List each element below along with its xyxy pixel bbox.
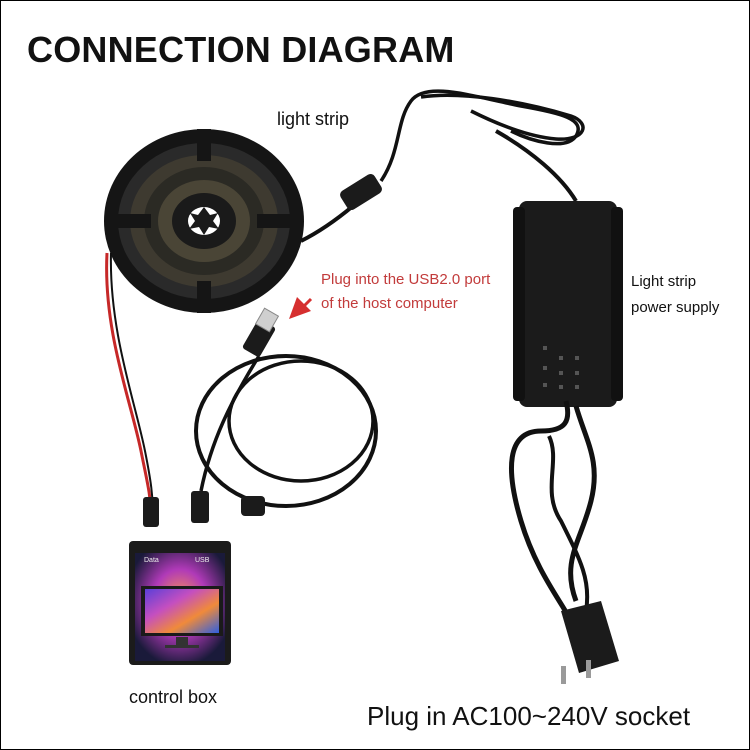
- power-supply-label-line2: power supply: [631, 299, 720, 316]
- power-supply-label-line1: Light strip: [631, 273, 697, 290]
- page-title: CONNECTION DIAGRAM: [27, 29, 455, 70]
- usb-cable: [191, 307, 378, 523]
- control-box-usb-port-label: USB: [195, 557, 210, 564]
- socket-label: Plug in AC100~240V socket: [367, 701, 691, 731]
- usb-arrow: [289, 297, 313, 319]
- power-supply: [513, 201, 623, 407]
- dc-cable: [300, 89, 585, 243]
- usb-instruction-line1: Plug into the USB2.0 port: [321, 271, 491, 288]
- usb-instruction-line2: of the host computer: [321, 295, 458, 312]
- light-strip-label: light strip: [277, 109, 350, 129]
- data-wire: [105, 252, 153, 517]
- light-strip-reel: [104, 129, 304, 313]
- control-box-label: control box: [129, 687, 218, 707]
- ac-cord: [509, 400, 619, 684]
- control-box-data-port-label: Data: [144, 557, 159, 564]
- control-box: [129, 541, 231, 665]
